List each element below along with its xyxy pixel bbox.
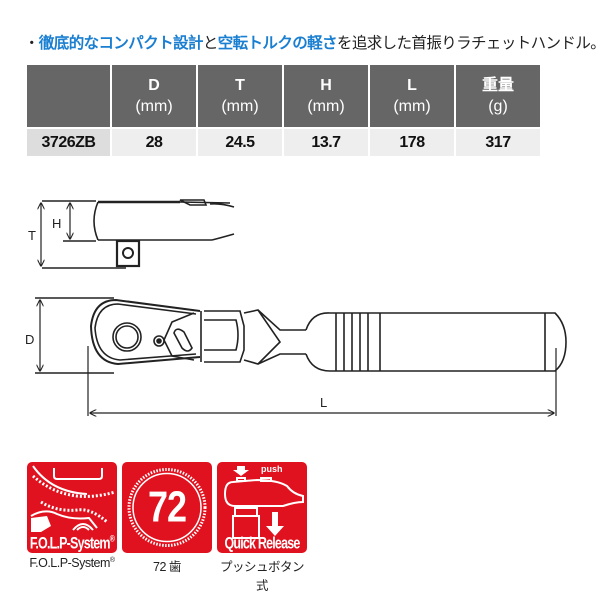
label-l: L [320,395,327,410]
quick-release-icon [223,466,304,539]
push-label: push [261,464,283,474]
spec-table: D(mm) T(mm) H(mm) L(mm) 重量(g) 3726ZB 28 … [25,63,542,158]
feature-captions: F.O.L.P-System® 72 歯 プッシュボタン式 [27,556,307,594]
header-t: T(mm) [198,65,282,127]
cell-h: 13.7 [284,129,368,156]
header-model [27,65,110,127]
table-row: 3726ZB 28 24.5 13.7 178 317 [27,129,540,156]
header-d: D(mm) [112,65,196,127]
badge-folp-system: F.O.L.P-System® [27,462,117,553]
ratchet-technical-drawing: T H D L [25,199,567,460]
headline-connector: と [202,34,219,52]
caption-folp: F.O.L.P-System® [29,556,115,570]
product-headline: ・徹底的なコンパクト設計と空転トルクの軽さを追求した首振りラチェットハンドル。 [24,31,600,53]
cell-weight: 317 [456,129,540,156]
cell-t: 24.5 [198,129,282,156]
top-view [35,297,567,416]
cell-l: 178 [370,129,454,156]
badge-72-teeth: 72 [122,462,212,553]
label-h: H [52,216,61,231]
side-view [41,199,235,269]
folp-system-icon [30,465,116,532]
feature-badges: F.O.L.P-System® 72 push Quick Release [27,462,307,553]
headline-highlight-torque: 空転トルクの軽さ [217,34,338,52]
header-weight: 重量(g) [456,65,540,127]
folp-badge-text: F.O.L.P-System® [29,533,115,553]
label-d: D [25,332,34,347]
label-t: T [28,228,36,243]
cell-d: 28 [112,129,196,156]
caption-72-teeth: 72 歯 [153,560,181,574]
headline-rest: を追求した首振りラチェットハンドル。 [336,34,600,52]
badge-quick-release: push Quick Release [217,462,307,553]
headline-highlight-compact: 徹底的なコンパクト設計 [38,34,204,52]
headline-bullet: ・ [24,34,40,52]
badge-72-number: 72 [147,481,187,531]
quick-release-badge-text: Quick Release [224,533,300,553]
caption-push-button: プッシュボタン式 [219,560,305,593]
72-teeth-icon [127,468,207,547]
spec-header-row: D(mm) T(mm) H(mm) L(mm) 重量(g) [27,65,540,127]
header-h: H(mm) [284,65,368,127]
header-l: L(mm) [370,65,454,127]
cell-model: 3726ZB [27,129,110,156]
